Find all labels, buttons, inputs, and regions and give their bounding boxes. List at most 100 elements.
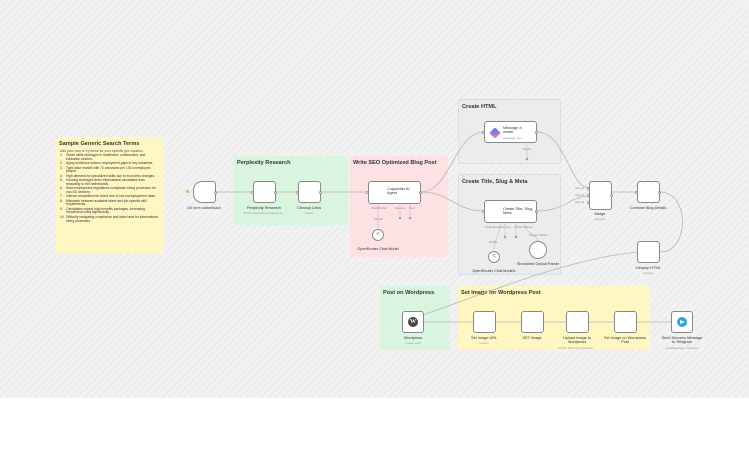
copywriter-label: Copywriter AI Agent <box>387 187 410 196</box>
node-merge[interactable] <box>589 181 612 210</box>
node-perplexity-research[interactable] <box>253 181 276 203</box>
node-combine-blog-details[interactable] <box>637 181 660 203</box>
note-list-item: 6.Strict employment regulations complica… <box>60 186 160 194</box>
group-perplexity-title: Perplexity Research <box>237 160 291 166</box>
node-telegram[interactable] <box>671 311 693 333</box>
port-memory: Memory <box>395 206 406 210</box>
note-item-number: 1. <box>60 153 63 157</box>
note-item-text: Mismatch between available talent and jo… <box>66 198 147 207</box>
message-model-label: Message a model <box>503 126 522 135</box>
port-chat-model-req: Chat Model* <box>371 206 388 210</box>
port-input-1: Input 1 <box>575 186 585 190</box>
note-list-item: 10.Difficulty navigating compliance and … <box>60 214 160 223</box>
port-dot <box>587 194 590 197</box>
note-list-item: 1.Green skills shortages in healthcare, … <box>60 153 160 161</box>
node-message-model[interactable]: Message a model message: mo... <box>484 121 537 143</box>
port-dot <box>319 191 322 194</box>
port-dot <box>587 201 590 204</box>
node-cleanup-links[interactable] <box>298 181 321 203</box>
workflow-canvas[interactable]: Sample Generic Search Terms Add your own… <box>0 0 749 398</box>
openrouter1-label: OpenRouter Chat Model <box>357 247 399 251</box>
port-dot <box>658 191 661 194</box>
note-item-text: Housing shortages deter international ca… <box>66 178 146 186</box>
upload-image-sub: POST: https://yourwebsite... <box>558 346 596 350</box>
port-memory-2: Memory <box>500 225 511 229</box>
node-upload-image[interactable] <box>566 311 589 333</box>
port-dot <box>251 191 254 194</box>
port-dot <box>610 194 613 197</box>
group-title-slug-meta[interactable]: Create Title, Slug & Meta <box>458 174 561 275</box>
port-output-parser-2: Output Parser <box>529 233 548 237</box>
wordpress-icon: W <box>408 317 418 327</box>
set-on-post-label: Set Image on Wordpress Post <box>604 336 646 345</box>
note-list-item: 8.Mismatch between available talent and … <box>60 198 160 207</box>
perplexity-sub: POST: https://api.perplexity.ai... <box>243 211 285 215</box>
group-image-title: Set Image for Wordpress Post <box>461 290 541 296</box>
note-item-text: Aging workforce widens employment gaps i… <box>66 161 154 166</box>
telegram-icon <box>677 317 687 327</box>
port-tool: Tool <box>409 206 415 210</box>
group-seo-blog-post[interactable]: Write SEO Optimized Blog Post <box>350 156 448 257</box>
note-list-item: 3.Tight labor market with 70 vacancies p… <box>60 165 160 174</box>
port-input-3: Input 3 <box>575 200 585 204</box>
port-dot <box>274 191 277 194</box>
port-output-parser: Output Parser <box>514 225 533 229</box>
note-item-text: Intense competition for talent due to lo… <box>66 194 156 199</box>
openrouter-chat-model1-icon[interactable]: < <box>488 251 500 263</box>
telegram-sub: sendMessage: message <box>665 346 699 350</box>
telegram-label: Send Success Message to Telegram <box>661 336 703 345</box>
form-trigger-label: On form submission <box>187 206 221 210</box>
openrouter2-label: OpenRouter Chat Model1 <box>472 269 516 273</box>
node-create-title-slug[interactable]: Create Title, Slug, Meta <box>484 200 537 223</box>
node-copywriter-agent[interactable]: Copywriter AI Agent <box>368 181 421 204</box>
note-list-item: 7.Intense competition for talent due to … <box>60 195 160 199</box>
port-dot <box>214 191 217 194</box>
port-dot <box>296 191 299 194</box>
set-image-url-label: Set Image URL <box>471 336 497 340</box>
note-item-text: High demand for specialized skills due t… <box>66 173 156 178</box>
structured-parser-label: Structured Output Parser <box>516 262 560 266</box>
node-form-trigger[interactable] <box>193 181 216 203</box>
port-model-req: Model* <box>374 217 384 221</box>
group-slug-title: Create Title, Slug & Meta <box>462 179 528 185</box>
note-item-number: 3. <box>60 165 63 170</box>
merge-sub: append <box>594 217 605 221</box>
connection-wires <box>216 131 683 323</box>
sample-search-terms-note[interactable]: Sample Generic Search Terms Add your own… <box>56 137 163 253</box>
cleanup-html-label: Cleanup HTML <box>635 266 661 270</box>
node-cleanup-html[interactable] <box>637 241 660 263</box>
combine-label: Combine Blog Details <box>629 206 667 210</box>
note-list: 1.Green skills shortages in healthcare, … <box>60 153 160 224</box>
port-dot <box>535 131 538 134</box>
port-dot <box>587 187 590 190</box>
port-dot <box>482 131 485 134</box>
trigger-indicator-icon <box>186 190 189 193</box>
port-chat-model: Chat Model <box>485 225 501 229</box>
note-item-number: 6. <box>60 186 63 191</box>
group-wordpress-title: Post on Wordpress <box>383 290 435 296</box>
group-create-html-title: Create HTML <box>462 104 497 110</box>
node-set-image-on-post[interactable] <box>614 311 637 333</box>
note-list-item: 4.High demand for specialized skills due… <box>60 173 160 179</box>
note-item-text: Tight labor market with 70 vacancies per… <box>66 165 151 174</box>
note-item-number: 5. <box>60 178 63 183</box>
node-wordpress[interactable]: W <box>402 311 424 333</box>
get-image-label: GET Image <box>522 336 542 340</box>
note-item-number: 10. <box>60 214 65 219</box>
openrouter-chat-model-icon[interactable]: < <box>372 229 384 241</box>
cleanup-links-sub: extract <box>304 211 314 215</box>
perplexity-label: Perplexity Research <box>247 206 281 210</box>
set-image-url-sub: extract <box>479 341 489 345</box>
node-get-image[interactable] <box>521 311 544 333</box>
port-dot <box>366 191 369 194</box>
node-set-image-url[interactable] <box>473 311 496 333</box>
note-list-item: 5.Housing shortages deter international … <box>60 178 160 186</box>
node-structured-output-parser[interactable] <box>529 241 547 259</box>
merge-label: Merge <box>594 212 606 216</box>
upload-image-label: Upload Image to Wordpress <box>563 336 591 345</box>
port-model-2: Model <box>489 240 498 244</box>
cleanup-links-label: Cleanup Links <box>296 206 322 210</box>
wordpress-label: Wordpress <box>403 336 423 340</box>
port-dot <box>419 191 422 194</box>
group-seo-title: Write SEO Optimized Blog Post <box>353 160 437 166</box>
